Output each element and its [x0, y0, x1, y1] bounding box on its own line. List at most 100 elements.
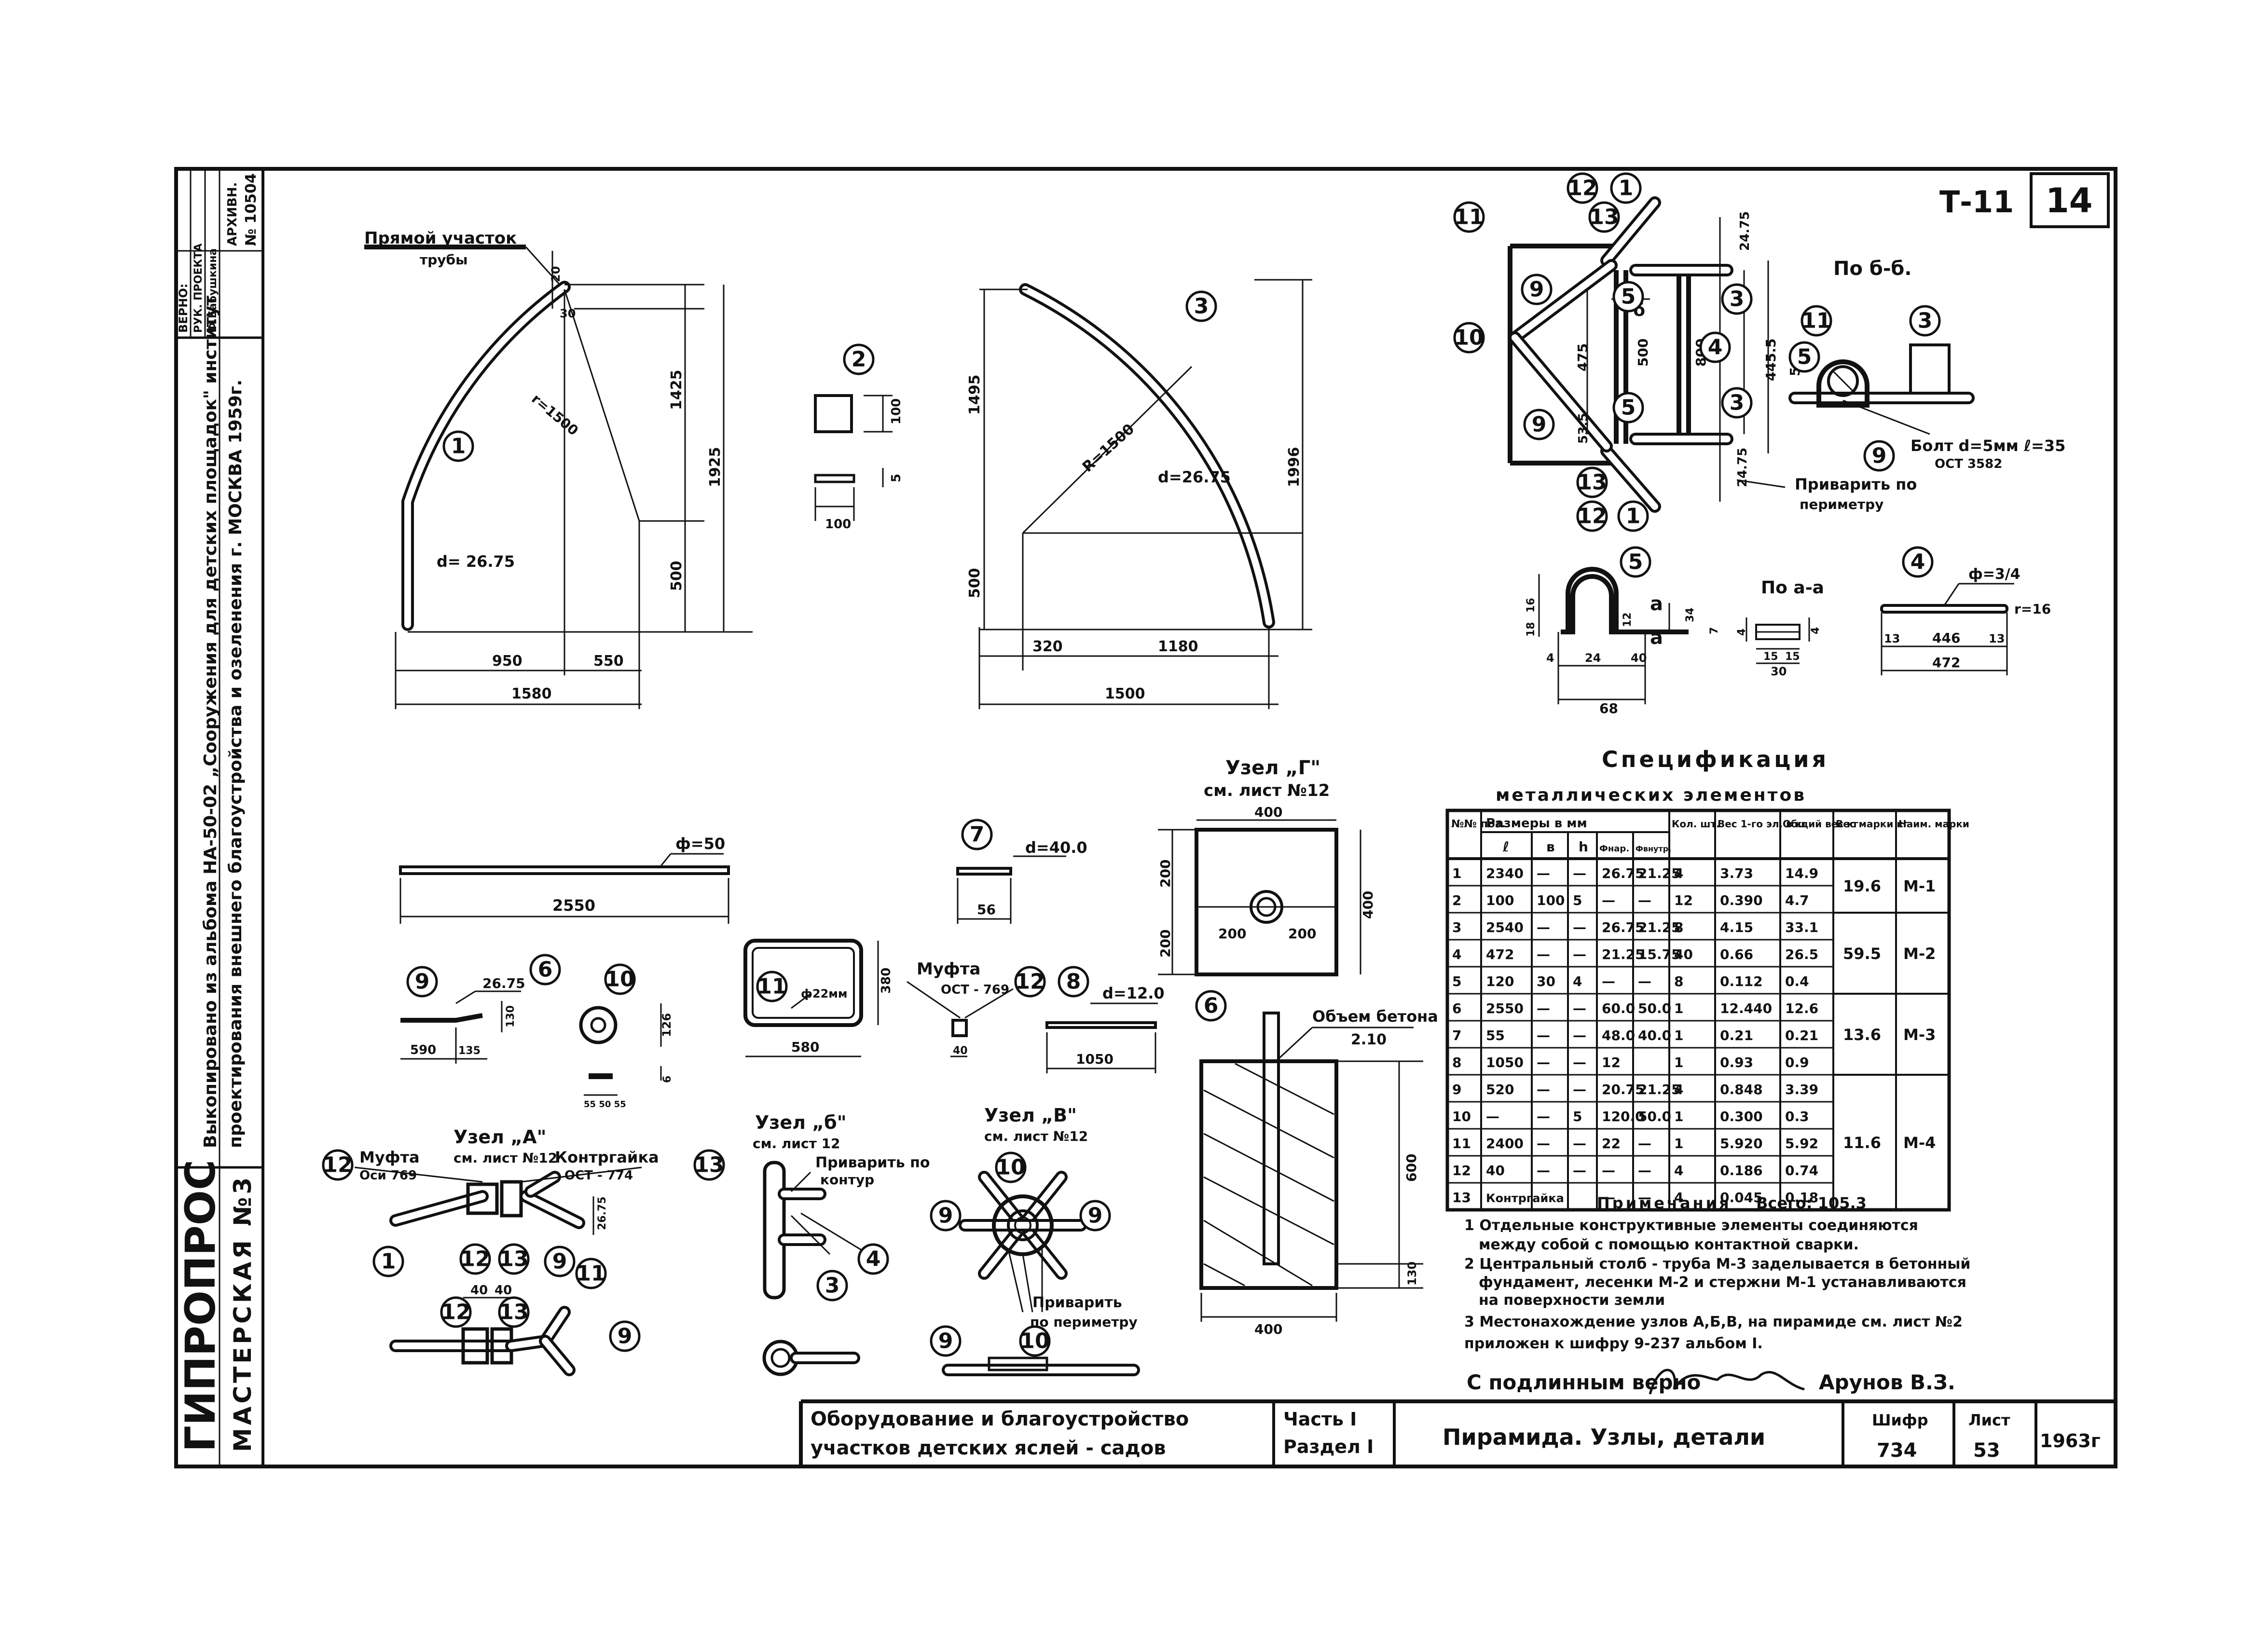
position-callout: 12 [440, 1296, 472, 1328]
svg-text:10: 10 [1454, 326, 1484, 350]
spec-cell: 12.6 [1785, 1000, 1818, 1016]
spec-cell: 520 [1486, 1082, 1514, 1097]
uzel-a-dim-40b: 40 [495, 1283, 512, 1298]
spec-subtitle: металлических элементов [1496, 785, 1806, 805]
position-callout: 10 [995, 1151, 1027, 1183]
spec-cell: 6 [1452, 1000, 1461, 1016]
svg-text:13: 13 [499, 1247, 528, 1272]
spec-cell: — [1537, 946, 1550, 962]
concrete-volume-label: Объем бетона [1312, 1007, 1438, 1026]
mark-name: М-4 [1903, 1134, 1936, 1152]
org-name: ГИПРОПРОС [177, 1160, 225, 1452]
uzel-v-perimeter: по периметру [1030, 1314, 1138, 1330]
uzel-v-title: Узел „В" [984, 1105, 1077, 1126]
concrete-volume: 2.10 [1351, 1031, 1387, 1048]
spec-cell: 1050 [1486, 1055, 1524, 1070]
position-callout: 12 [459, 1243, 491, 1275]
spec-cell: 55 [1486, 1027, 1505, 1043]
position-callout: 9 [1079, 1200, 1111, 1232]
spec-cell: 5 [1573, 892, 1582, 908]
part-8 [1045, 1002, 1158, 1073]
arc-left-dim-500: 500 [668, 561, 685, 591]
mark-name: М-2 [1903, 945, 1936, 963]
spec-cell: 40.0 [1638, 1027, 1671, 1043]
institute-note: проектирования внешнего благоустройства … [226, 380, 246, 1148]
spec-cell: 0.93 [1720, 1055, 1753, 1070]
uzel-a-title: Узел „А" [454, 1126, 546, 1148]
spec-cell: 2400 [1486, 1136, 1524, 1151]
position-callout: 2 [843, 343, 875, 375]
uzel-b-title: Узел „б" [755, 1112, 847, 1133]
spec-cell: 4 [1674, 1163, 1683, 1178]
detail5-dim-16: 16 [1525, 598, 1537, 613]
svg-text:13: 13 [694, 1153, 724, 1178]
project-line-2: участков детских яслей - садов [811, 1437, 1166, 1459]
spec-cell: — [1573, 1082, 1586, 1097]
spec-cell: 1 [1674, 1055, 1683, 1070]
part-10 [579, 1003, 662, 1096]
aa-dim-15b: 15 [1785, 651, 1800, 663]
spec-cell: 3 [1452, 919, 1461, 935]
svg-text:5: 5 [1621, 285, 1636, 309]
spec-header: Наим. марки [1898, 818, 1969, 830]
bolt-spec: Болт d=5мм ℓ=35 [1911, 437, 2065, 455]
spec-cell: 0.18 [1785, 1190, 1818, 1205]
rod4-dim-472: 472 [1932, 655, 1960, 671]
spec-cell: 0.3 [1785, 1109, 1809, 1124]
position-callout: 11 [1453, 201, 1485, 233]
position-callout: 12 [322, 1149, 354, 1181]
arc-left-radius: r=1500 [529, 391, 581, 438]
uzel-a-dim-2675: 26.75 [596, 1196, 608, 1230]
detail5-a-bottom: а [1650, 627, 1663, 649]
arc-right-dim-1996: 1996 [1286, 447, 1303, 488]
part8-length: 1050 [1076, 1051, 1113, 1067]
detail5-dim-40: 40 [1631, 651, 1647, 665]
note-line-4: фундамент, лесенки М-2 и стержни М-1 уст… [1479, 1274, 1966, 1291]
project-lead-label: РУК. ПРОЕКТА [192, 244, 205, 333]
rod4-phi: ф=3/4 [1968, 566, 2021, 583]
position-callout: 9 [930, 1200, 962, 1232]
spec-cell: 26.75 [1602, 865, 1645, 881]
spec-header: в [1546, 839, 1555, 855]
spec-header: Кол. шт. [1672, 818, 1720, 830]
spec-cell: 3.39 [1785, 1082, 1818, 1097]
notes-title: Примечания [1597, 1194, 1732, 1212]
rod4-dim-13a: 13 [1884, 632, 1900, 645]
note-line-1: 1 Отдельные конструктивные элементы соед… [1464, 1217, 1918, 1234]
dim-475: 475 [1575, 343, 1591, 371]
position-callout: 5 [1788, 341, 1820, 373]
pipe-7 [956, 855, 1066, 924]
svg-text:9: 9 [1872, 444, 1887, 468]
svg-text:3: 3 [1730, 391, 1745, 415]
spec-cell: — [1537, 1000, 1550, 1016]
spec-cell: — [1638, 1163, 1651, 1178]
position-callout: 5 [1620, 546, 1651, 578]
position-callout: 1 [1610, 172, 1642, 204]
spec-cell: 1 [1674, 1109, 1683, 1124]
svg-text:11: 11 [576, 1261, 605, 1286]
position-callout: 4 [1699, 331, 1731, 363]
svg-text:8: 8 [1066, 970, 1081, 994]
detail5-dim-18: 18 [1525, 622, 1537, 637]
mark-weight: 59.5 [1843, 945, 1881, 963]
position-callout: 13 [498, 1296, 530, 1328]
arc-pipe-right [978, 279, 1312, 709]
spec-cell: 472 [1486, 946, 1514, 962]
note-line-7: приложен к шифру 9-237 альбом I. [1464, 1335, 1763, 1352]
spec-cell: — [1602, 1163, 1615, 1178]
pipe6-phi: ф=50 [675, 835, 725, 853]
svg-text:10: 10 [996, 1155, 1025, 1180]
concrete-dim-600: 600 [1403, 1154, 1419, 1182]
spec-cell: 4.7 [1785, 892, 1809, 908]
svg-text:3: 3 [1194, 294, 1209, 319]
spec-cell: 50.0 [1638, 1109, 1671, 1124]
part9-dim-135: 135 [458, 1045, 481, 1057]
spec-cell: 0.9 [1785, 1055, 1809, 1070]
svg-text:13: 13 [1589, 205, 1619, 230]
uzel-g-dim-200d: 200 [1288, 926, 1316, 942]
mark-name: М-1 [1903, 877, 1936, 895]
spec-cell: — [1573, 919, 1586, 935]
spec-cell: 2340 [1486, 865, 1524, 881]
spec-cell: — [1573, 1136, 1586, 1151]
position-callout: 1 [442, 430, 474, 462]
